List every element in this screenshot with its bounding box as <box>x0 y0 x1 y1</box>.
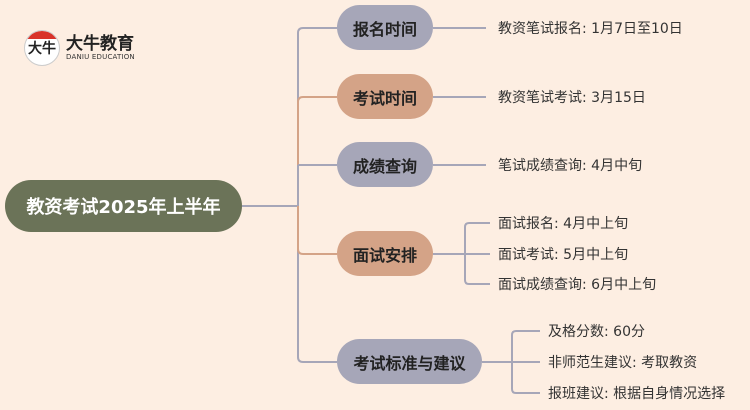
logo: 大牛 大牛教育 DANIU EDUCATION <box>24 30 135 66</box>
branch-interview[interactable]: 面试安排 <box>337 231 433 276</box>
logo-mark: 大牛 <box>24 30 60 66</box>
branch-exam-time[interactable]: 考试时间 <box>337 74 433 119</box>
leaf[interactable]: 教资笔试报名: 1月7日至10日 <box>498 21 683 37</box>
leaf[interactable]: 及格分数: 60分 <box>548 324 645 340</box>
leaf[interactable]: 面试成绩查询: 6月中上旬 <box>498 277 657 293</box>
logo-name: 大牛教育 <box>66 34 134 54</box>
branch-score-query[interactable]: 成绩查询 <box>337 142 433 187</box>
root-node[interactable]: 教资考试2025年上半年 <box>5 180 242 232</box>
leaf[interactable]: 面试报名: 4月中上旬 <box>498 216 629 232</box>
logo-sub: DANIU EDUCATION <box>66 53 135 61</box>
branch-standards[interactable]: 考试标准与建议 <box>337 339 482 384</box>
leaf[interactable]: 面试考试: 5月中上旬 <box>498 247 629 263</box>
branch-registration[interactable]: 报名时间 <box>337 5 433 50</box>
leaf[interactable]: 非师范生建议: 考取教资 <box>548 355 698 371</box>
leaf[interactable]: 报班建议: 根据自身情况选择 <box>548 386 726 402</box>
leaf[interactable]: 笔试成绩查询: 4月中旬 <box>498 158 643 174</box>
leaf[interactable]: 教资笔试考试: 3月15日 <box>498 90 646 106</box>
